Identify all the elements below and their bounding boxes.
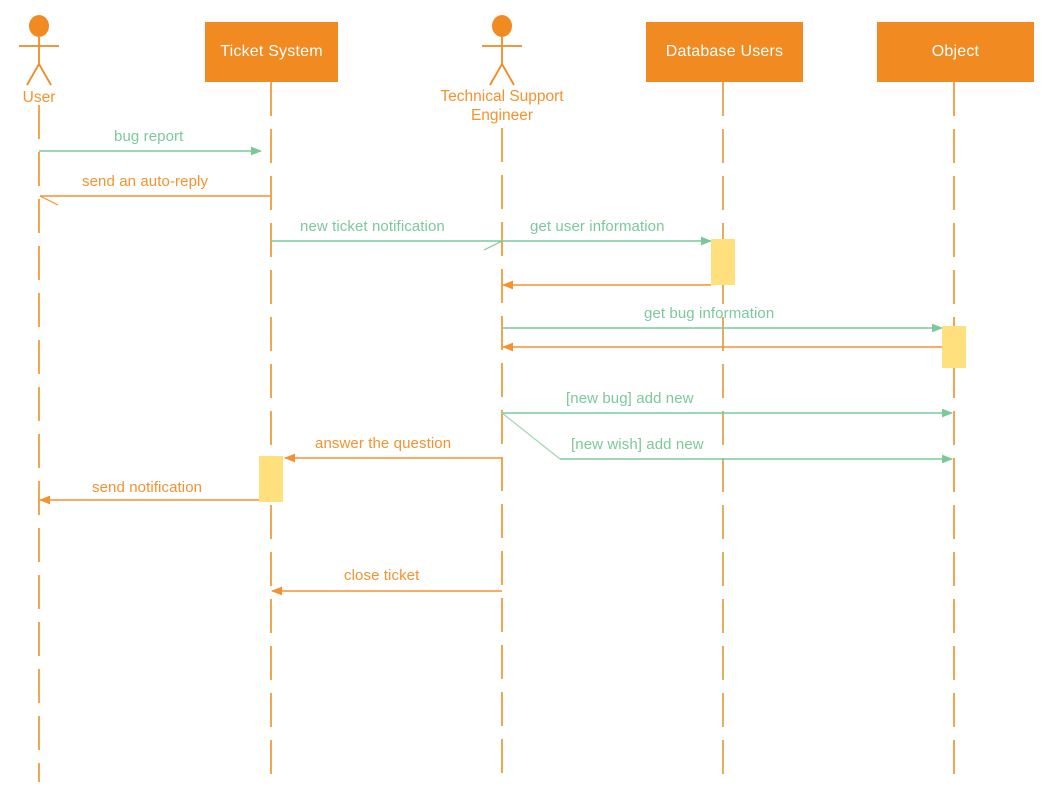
message-label-bug-report: bug report	[114, 128, 184, 145]
lifeline-header-ticket-system[interactable]: Ticket System	[205, 22, 338, 82]
lifeline-label-user-text: User	[22, 89, 56, 106]
lifeline-dashes	[38, 82, 955, 782]
message-branch-connector	[501, 412, 561, 460]
message-label-new-bug-add-new: [new bug] add new	[566, 390, 694, 407]
message-new-ticket-notification[interactable]	[271, 240, 503, 251]
lifeline-label-technical-support-engineer: Technical Support Engineer	[402, 87, 602, 125]
lifeline-label-tse-line1: Technical Support	[440, 88, 564, 105]
lifeline-header-object[interactable]: Object	[877, 22, 1034, 82]
lifeline-header-database-users-label: Database Users	[665, 43, 784, 60]
message-label-new-wish-add-new: [new wish] add new	[571, 436, 704, 453]
activation-bar-database-users	[711, 239, 735, 285]
message-label-new-ticket-notification: new ticket notification	[300, 218, 445, 235]
actor-figure-technical-support-engineer	[482, 15, 522, 86]
message-label-get-bug-information: get bug information	[644, 305, 775, 322]
message-send-an-auto-reply[interactable]	[39, 195, 271, 206]
lifeline-header-object-label: Object	[931, 43, 980, 60]
lifeline-label-user: User	[0, 88, 78, 107]
lifeline-label-tse-line2: Engineer	[470, 107, 534, 124]
message-label-close-ticket: close ticket	[344, 567, 420, 584]
actor-figure-user	[19, 15, 59, 86]
lifeline-header-database-users[interactable]: Database Users	[646, 22, 803, 82]
message-label-send-an-auto-reply: send an auto-reply	[82, 173, 209, 190]
message-label-send-notification: send notification	[92, 479, 203, 496]
activation-bar-object	[942, 326, 966, 368]
message-label-get-user-information: get user information	[530, 218, 665, 235]
activation-bar-ticket-system	[259, 456, 283, 502]
message-label-answer-the-question: answer the question	[315, 435, 452, 452]
lifeline-header-ticket-system-label: Ticket System	[220, 43, 323, 60]
